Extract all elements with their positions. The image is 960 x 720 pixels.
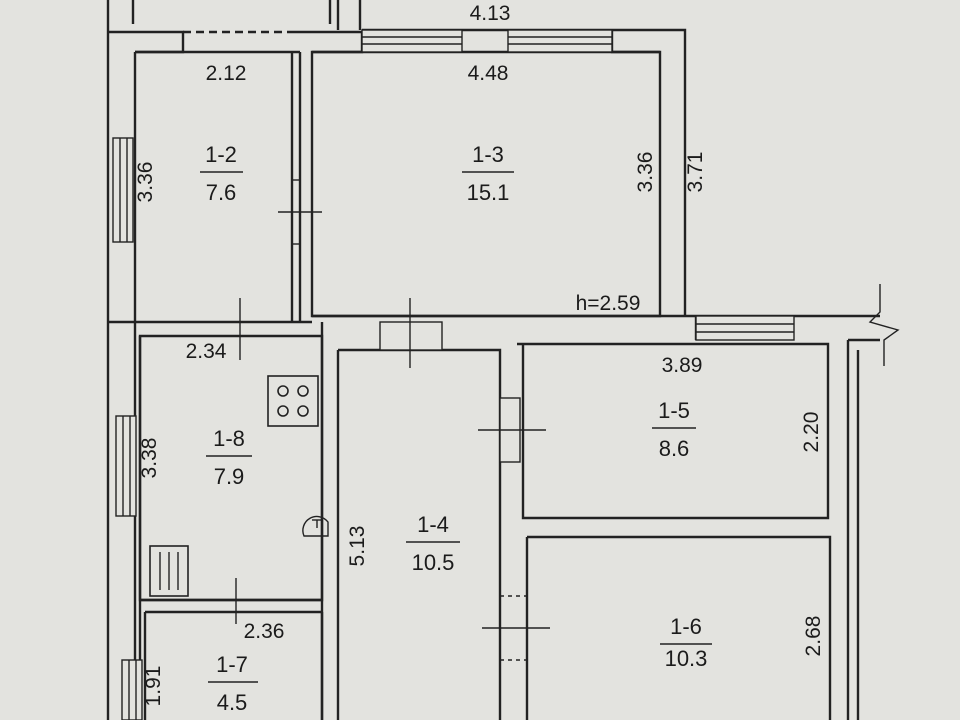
door-room-1-4 bbox=[379, 298, 443, 368]
walls bbox=[106, 0, 900, 720]
window-room-1-2 bbox=[112, 137, 134, 243]
dimension-r13-height: 3.36 bbox=[634, 152, 657, 193]
room-label-1-2: 1-2 7.6 bbox=[200, 142, 243, 205]
room-label-1-8: 1-8 7.9 bbox=[206, 426, 252, 489]
room-number: 1-3 bbox=[472, 142, 504, 167]
dimension-r15-height: 2.20 bbox=[800, 412, 823, 453]
window-top-right bbox=[507, 29, 613, 53]
dimension-r12-width: 2.12 bbox=[206, 62, 247, 85]
room-area: 7.6 bbox=[206, 180, 237, 205]
door-room-1-6 bbox=[482, 595, 550, 661]
room-label-1-4: 1-4 10.5 bbox=[406, 512, 460, 575]
room-number: 1-4 bbox=[417, 512, 449, 537]
window-top-left bbox=[361, 29, 463, 53]
room-number: 1-2 bbox=[205, 142, 237, 167]
gas-meter-icon bbox=[302, 515, 329, 537]
windows bbox=[112, 29, 795, 720]
room-area: 4.5 bbox=[217, 690, 248, 715]
room-label-1-3: 1-3 15.1 bbox=[462, 142, 514, 205]
doors bbox=[235, 179, 550, 661]
room-label-1-7: 1-7 4.5 bbox=[208, 652, 258, 715]
radiator-icon bbox=[149, 545, 189, 597]
room-area: 8.6 bbox=[659, 436, 690, 461]
room-label-1-6: 1-6 10.3 bbox=[660, 614, 712, 671]
room-number: 1-5 bbox=[658, 398, 690, 423]
window-room-1-7 bbox=[121, 659, 143, 720]
dimension-outer-height: 3.71 bbox=[684, 152, 707, 193]
door-room-1-2 bbox=[278, 179, 322, 245]
dimension-r13-width: 4.48 bbox=[468, 62, 509, 85]
ceiling-height-label: h=2.59 bbox=[576, 292, 641, 315]
window-room-1-8 bbox=[115, 415, 137, 517]
dimension-r17-height: 1.91 bbox=[142, 666, 165, 707]
room-area: 15.1 bbox=[467, 180, 510, 205]
door-room-1-5 bbox=[478, 397, 546, 463]
room-number: 1-7 bbox=[216, 652, 248, 677]
dimension-r18-width: 2.34 bbox=[186, 340, 227, 363]
dimension-r18-height: 3.38 bbox=[138, 438, 161, 479]
dimension-labels: 4.13 2.12 3.36 4.48 3.36 3.71 h=2.59 2.3… bbox=[134, 2, 825, 706]
room-label-1-5: 1-5 8.6 bbox=[652, 398, 696, 461]
dimension-r14-height: 5.13 bbox=[346, 526, 369, 567]
dimension-top-outer: 4.13 bbox=[470, 2, 511, 25]
window-room-1-5 bbox=[695, 315, 795, 341]
stove-icon bbox=[267, 375, 319, 427]
dimension-r12-height: 3.36 bbox=[134, 162, 157, 203]
room-area: 10.3 bbox=[665, 646, 708, 671]
room-number: 1-8 bbox=[213, 426, 245, 451]
room-area: 7.9 bbox=[214, 464, 245, 489]
dimension-r15-width: 3.89 bbox=[662, 354, 703, 377]
dimension-r16-height: 2.68 bbox=[802, 616, 825, 657]
room-area: 10.5 bbox=[412, 550, 455, 575]
dimension-r17-width: 2.36 bbox=[244, 620, 285, 643]
room-number: 1-6 bbox=[670, 614, 702, 639]
